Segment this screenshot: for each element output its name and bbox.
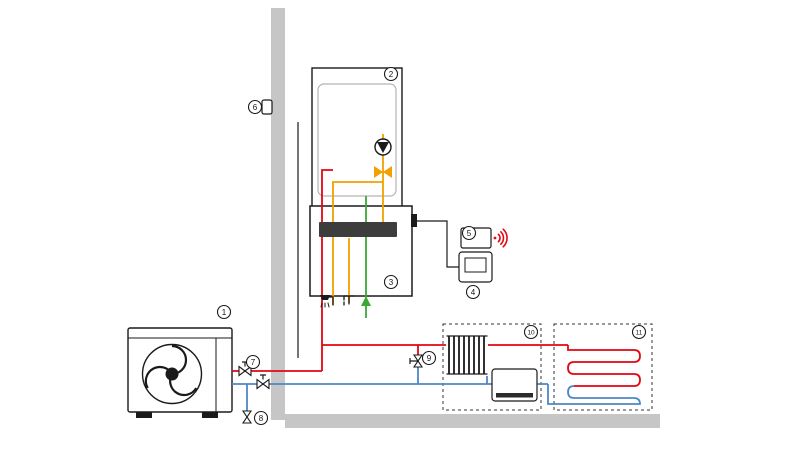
convector-grille [496, 393, 533, 398]
storage-tank [317, 83, 397, 197]
callout-3: 3 [383, 274, 399, 290]
bypass-valve [409, 354, 424, 368]
radiator-circuit [446, 334, 538, 402]
wall [271, 8, 285, 420]
building [271, 8, 660, 428]
radiator-icon [446, 335, 488, 375]
callout-9: 9 [421, 350, 437, 366]
svg-text:7: 7 [251, 358, 256, 367]
wifi-signal-icon [493, 228, 508, 248]
svg-text:6: 6 [253, 103, 258, 112]
svg-text:4: 4 [471, 288, 476, 297]
indoor-unit-components [374, 138, 392, 178]
callout-6: 6 [247, 99, 263, 115]
floor [285, 414, 660, 428]
svg-text:5: 5 [467, 229, 472, 238]
underfloor-coil-return [547, 384, 641, 405]
heat-pump-foot [136, 412, 152, 418]
control-display [464, 257, 487, 273]
fan-shroud [141, 343, 203, 405]
callout-5: 5 [461, 225, 477, 241]
callout-8: 8 [253, 410, 269, 426]
valves [238, 354, 424, 424]
radiator-bg [446, 334, 488, 376]
svg-text:2: 2 [389, 70, 394, 79]
fan-convector [491, 368, 538, 402]
radiator-zone-box [442, 323, 542, 411]
drain-valve [241, 410, 253, 424]
three-way-valve-icon [374, 166, 392, 178]
pump-arrow [377, 142, 389, 153]
callouts: 1 2 3 4 5 6 7 8 9 10 11 [216, 66, 647, 426]
underfloor-coil-flow [567, 345, 641, 387]
shower-icon [320, 295, 334, 308]
fan-hub [165, 367, 179, 381]
svg-text:11: 11 [636, 329, 643, 336]
shower-pipe [332, 181, 383, 305]
tap-symbols [320, 295, 371, 308]
svg-text:9: 9 [427, 354, 432, 363]
callout-11: 11 [631, 324, 647, 340]
svg-text:10: 10 [527, 329, 535, 336]
svg-text:8: 8 [259, 414, 264, 423]
heat-pump-body [127, 327, 233, 413]
control-wire [417, 220, 459, 268]
callout-10: 10 [523, 324, 539, 340]
shutoff-valve-return [256, 374, 270, 390]
underfloor-zone-box [553, 323, 653, 411]
electrical-terminal [411, 214, 417, 227]
manifold-bar [319, 222, 397, 237]
cold-water-arrow-icon [361, 296, 371, 306]
hydraulic-module [309, 205, 417, 297]
heat-pump-foot [202, 412, 218, 418]
fan-icon [144, 344, 198, 397]
callout-2: 2 [383, 66, 399, 82]
controls [417, 220, 508, 283]
callout-4: 4 [465, 284, 481, 300]
heat-pump-outdoor-unit [127, 327, 233, 418]
callout-7: 7 [245, 354, 261, 370]
outdoor-sensor [261, 99, 273, 115]
system-control [458, 251, 493, 283]
svg-text:3: 3 [389, 278, 394, 287]
pipes [232, 134, 641, 411]
callout-1: 1 [216, 304, 232, 320]
svg-text:1: 1 [222, 308, 227, 317]
faucet-icon [343, 295, 355, 306]
